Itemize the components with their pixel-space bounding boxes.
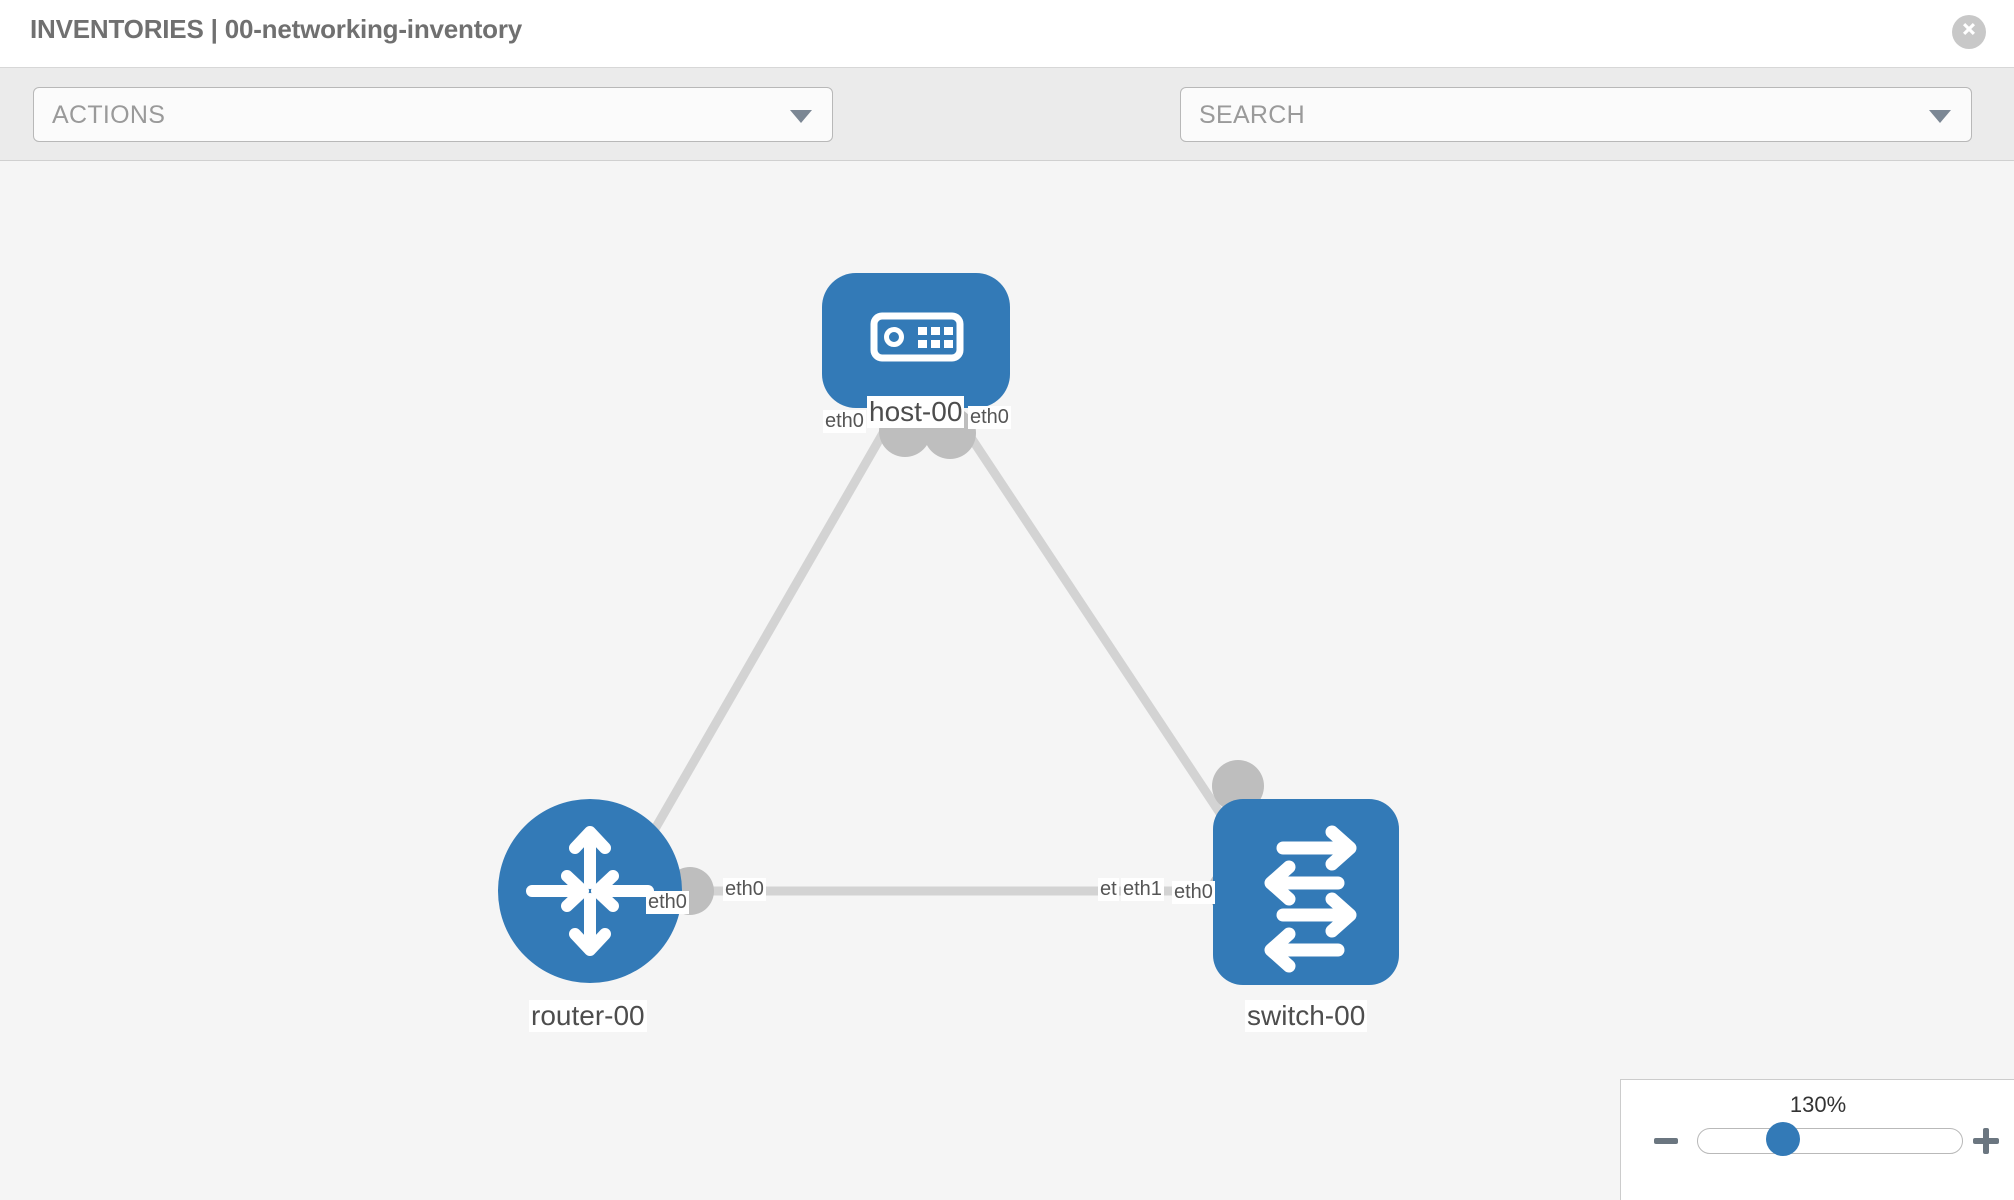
- page-title: INVENTORIES | 00-networking-inventory: [30, 14, 523, 44]
- topology-canvas[interactable]: host-00 router-00 switch-00 eth0 eth0 et…: [0, 161, 2014, 1200]
- node-router-00[interactable]: [498, 799, 682, 983]
- topology-graph: [498, 273, 1399, 985]
- close-icon[interactable]: [1952, 15, 1986, 49]
- iface-label-switch00-to-host00: eth0: [1172, 881, 1215, 904]
- iface-label-switch00-overlap: et: [1098, 878, 1119, 901]
- toolbar: ACTIONS SEARCH: [0, 68, 2014, 198]
- plus-icon[interactable]: [1973, 1128, 1999, 1154]
- zoom-control-panel: 130%: [1620, 1079, 2014, 1200]
- iface-label-switch00-to-router00: eth1: [1121, 878, 1164, 901]
- switch-arrows-icon: [1264, 825, 1357, 973]
- server-appliance-icon: [870, 312, 964, 362]
- link-host00-switch00[interactable]: [956, 418, 1269, 884]
- search-input[interactable]: SEARCH: [1180, 87, 1972, 142]
- topology-links: [621, 418, 1269, 896]
- router-arrows-icon: [526, 826, 654, 956]
- page-header: INVENTORIES | 00-networking-inventory: [0, 0, 2014, 68]
- iface-label-host00-to-switch00: eth0: [968, 406, 1011, 429]
- close-icon-glyph: [1963, 23, 1975, 35]
- node-label-router-00: router-00: [529, 1000, 647, 1032]
- node-switch-00[interactable]: [1213, 799, 1399, 985]
- actions-dropdown[interactable]: ACTIONS: [33, 87, 833, 142]
- iface-label-router00-to-switch00: eth0: [723, 878, 766, 901]
- link-host00-router00[interactable]: [621, 418, 894, 884]
- actions-dropdown-label: ACTIONS: [52, 101, 166, 129]
- node-label-host-00: host-00: [867, 396, 965, 428]
- zoom-slider-handle[interactable]: [1766, 1122, 1800, 1156]
- iface-label-host00-to-router00: eth0: [823, 410, 866, 433]
- node-label-switch-00: switch-00: [1245, 1000, 1368, 1032]
- iface-label-router00-to-host00: eth0: [646, 891, 689, 914]
- chevron-down-icon: [1929, 110, 1951, 123]
- chevron-down-icon: [790, 110, 812, 123]
- node-host-00[interactable]: [822, 273, 1010, 408]
- search-placeholder: SEARCH: [1199, 101, 1305, 129]
- zoom-level-value: 130%: [1789, 1092, 1847, 1117]
- zoom-slider-track[interactable]: [1697, 1128, 1963, 1154]
- minus-icon[interactable]: [1654, 1138, 1678, 1144]
